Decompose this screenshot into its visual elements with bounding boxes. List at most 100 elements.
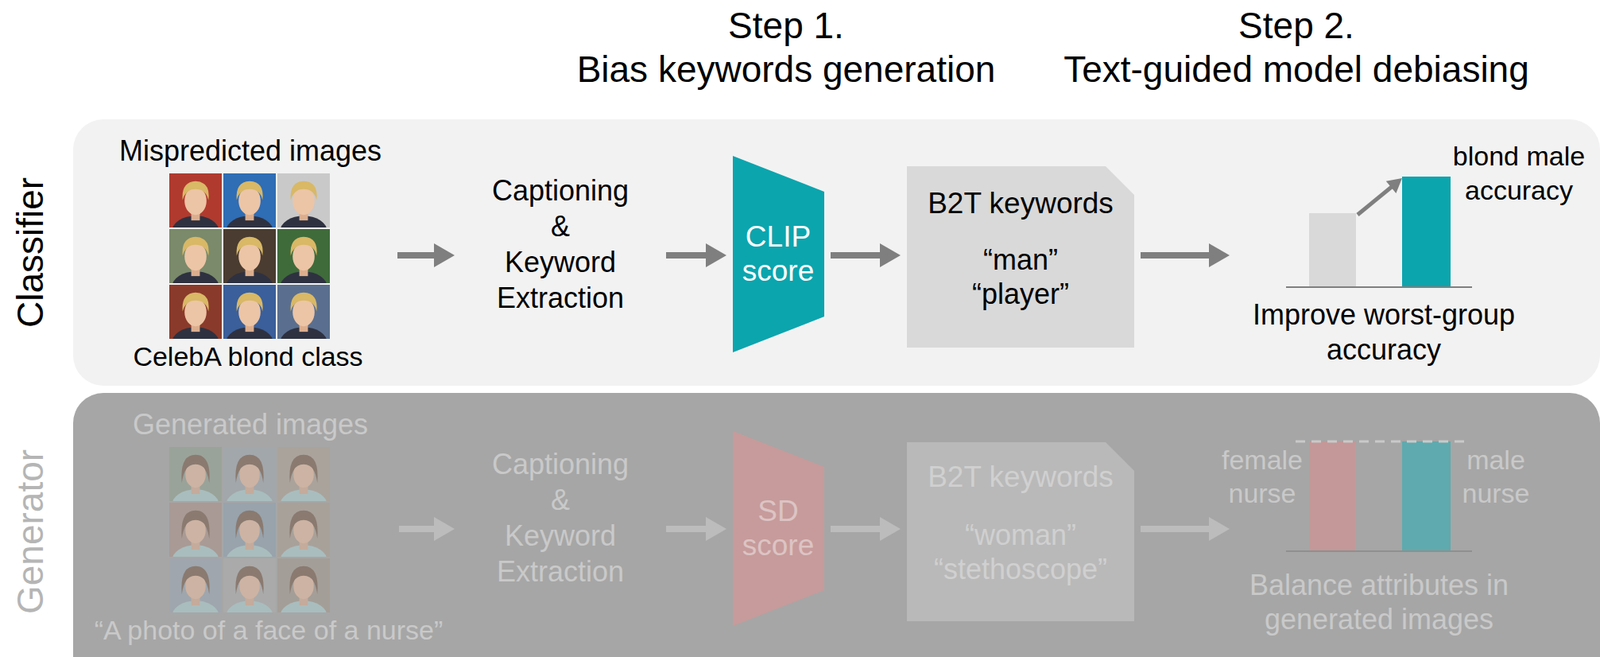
balance-chart — [1286, 441, 1473, 551]
accuracy-chart — [1286, 176, 1473, 287]
image-group: Mispredicted imagesCelebA blond class — [104, 131, 392, 374]
face-photo — [225, 236, 273, 303]
arrow-shaft — [399, 525, 436, 532]
photo-cell — [169, 557, 222, 613]
flow-arrow — [830, 516, 901, 541]
arrow-shaft — [666, 525, 708, 532]
male-bar — [1402, 441, 1451, 551]
face-photo — [225, 181, 273, 248]
face-photo — [225, 292, 273, 359]
keyword-box: B2T keywords“man”“player” — [906, 166, 1135, 348]
photo-cell — [277, 228, 330, 283]
before-bar — [1309, 213, 1356, 287]
face-photo — [279, 510, 327, 577]
photo-cell — [223, 284, 276, 339]
photo-cell — [277, 173, 330, 228]
face-photo — [225, 565, 273, 632]
score-trapezoid: CLIP score — [732, 155, 825, 353]
photo-cell — [169, 446, 222, 501]
node-text: Improve worst-group accuracy — [1232, 297, 1535, 368]
photo-cell — [169, 228, 222, 283]
face-photo — [279, 181, 327, 248]
node-text: Classifier — [9, 124, 52, 380]
face-photo — [171, 181, 219, 248]
photo-cell — [223, 228, 276, 283]
face-photo — [225, 454, 273, 521]
node-text: blond male accuracy — [1439, 139, 1599, 208]
node-text: Balance attributes in generated images — [1228, 567, 1531, 636]
score-trapezoid: SD score — [732, 430, 825, 626]
arrow-shaft — [397, 251, 436, 259]
heading-text: Bias keywords generation — [507, 48, 1065, 91]
node-text: “woman” — [913, 518, 1128, 551]
mispredicted-image-grid — [169, 173, 330, 359]
arrow-head — [705, 243, 727, 268]
photo-cell — [169, 502, 222, 557]
face-photo — [279, 292, 327, 359]
heading-text: Step 2. — [1137, 4, 1456, 47]
result-chart: blond male accuracyImprove worst-group a… — [1235, 135, 1594, 374]
heading-text: Step 1. — [627, 4, 946, 47]
photo-cell — [223, 446, 276, 501]
node-text: Generated images — [99, 407, 402, 441]
after-bar — [1402, 176, 1451, 287]
arrow-head — [1208, 516, 1230, 541]
row-panel: ClassifierMispredicted imagesCelebA blon… — [73, 119, 1600, 386]
arrow-shaft — [830, 251, 882, 259]
chart-baseline — [1286, 550, 1473, 552]
photo-cell — [223, 502, 276, 557]
photo-cell — [277, 284, 330, 339]
node-text: Generator — [9, 403, 52, 657]
trapezoid-shape — [732, 155, 825, 353]
flow-arrow — [1140, 516, 1230, 541]
heading-text: Text-guided model debiasing — [1034, 48, 1559, 91]
face-photo — [171, 454, 219, 521]
photo-cell — [223, 173, 276, 228]
photo-cell — [169, 284, 222, 339]
face-photo — [279, 454, 327, 521]
balance-line — [1295, 440, 1471, 443]
arrow-shaft — [666, 251, 708, 259]
node-text: B2T keywords — [913, 186, 1128, 221]
trapezoid-fill — [732, 155, 825, 353]
arrow-shaft — [830, 525, 882, 532]
node-text: Captioning & Keyword Extraction — [464, 445, 656, 589]
process-step: Captioning & Keyword Extraction — [461, 178, 660, 330]
node-text: SD score — [734, 494, 822, 563]
face-photo — [171, 565, 219, 632]
trapezoid-fill — [732, 430, 825, 626]
arrow-shaft — [1140, 251, 1211, 259]
node-text: B2T keywords — [913, 460, 1128, 495]
keyword-box-fill — [906, 166, 1135, 348]
face-photo — [279, 236, 327, 303]
face-photo — [225, 510, 273, 577]
arrow-head — [879, 516, 901, 541]
arrow-head — [705, 516, 727, 541]
node-text: Mispredicted images — [99, 134, 402, 167]
node-text: “man” — [913, 243, 1128, 276]
face-photo — [171, 510, 219, 577]
improve-arrowhead — [1386, 178, 1403, 194]
photo-cell — [277, 446, 330, 501]
chart-baseline — [1286, 286, 1473, 288]
improve-arrow — [1357, 185, 1393, 215]
node-text: male nurse — [1444, 442, 1548, 511]
face-photo — [171, 236, 219, 303]
photo-cell — [169, 173, 222, 228]
image-group: Generated images“A photo of a face of a … — [87, 406, 393, 650]
flow-arrow — [399, 516, 455, 541]
arrow-head — [433, 243, 455, 268]
node-text: “stethoscope” — [913, 552, 1128, 585]
arrow-head — [1208, 243, 1230, 268]
node-text: “A photo of a face of a nurse” — [77, 614, 460, 646]
photo-cell — [277, 557, 330, 613]
row-panel: GeneratorGenerated images“A photo of a f… — [73, 392, 1600, 657]
node-text: CelebA blond class — [96, 340, 400, 372]
flow-arrow — [397, 243, 455, 268]
node-text: Captioning & Keyword Extraction — [464, 172, 656, 316]
process-step: Captioning & Keyword Extraction — [461, 451, 660, 603]
keyword-box-fill — [906, 441, 1135, 621]
trapezoid-shape — [732, 430, 825, 626]
